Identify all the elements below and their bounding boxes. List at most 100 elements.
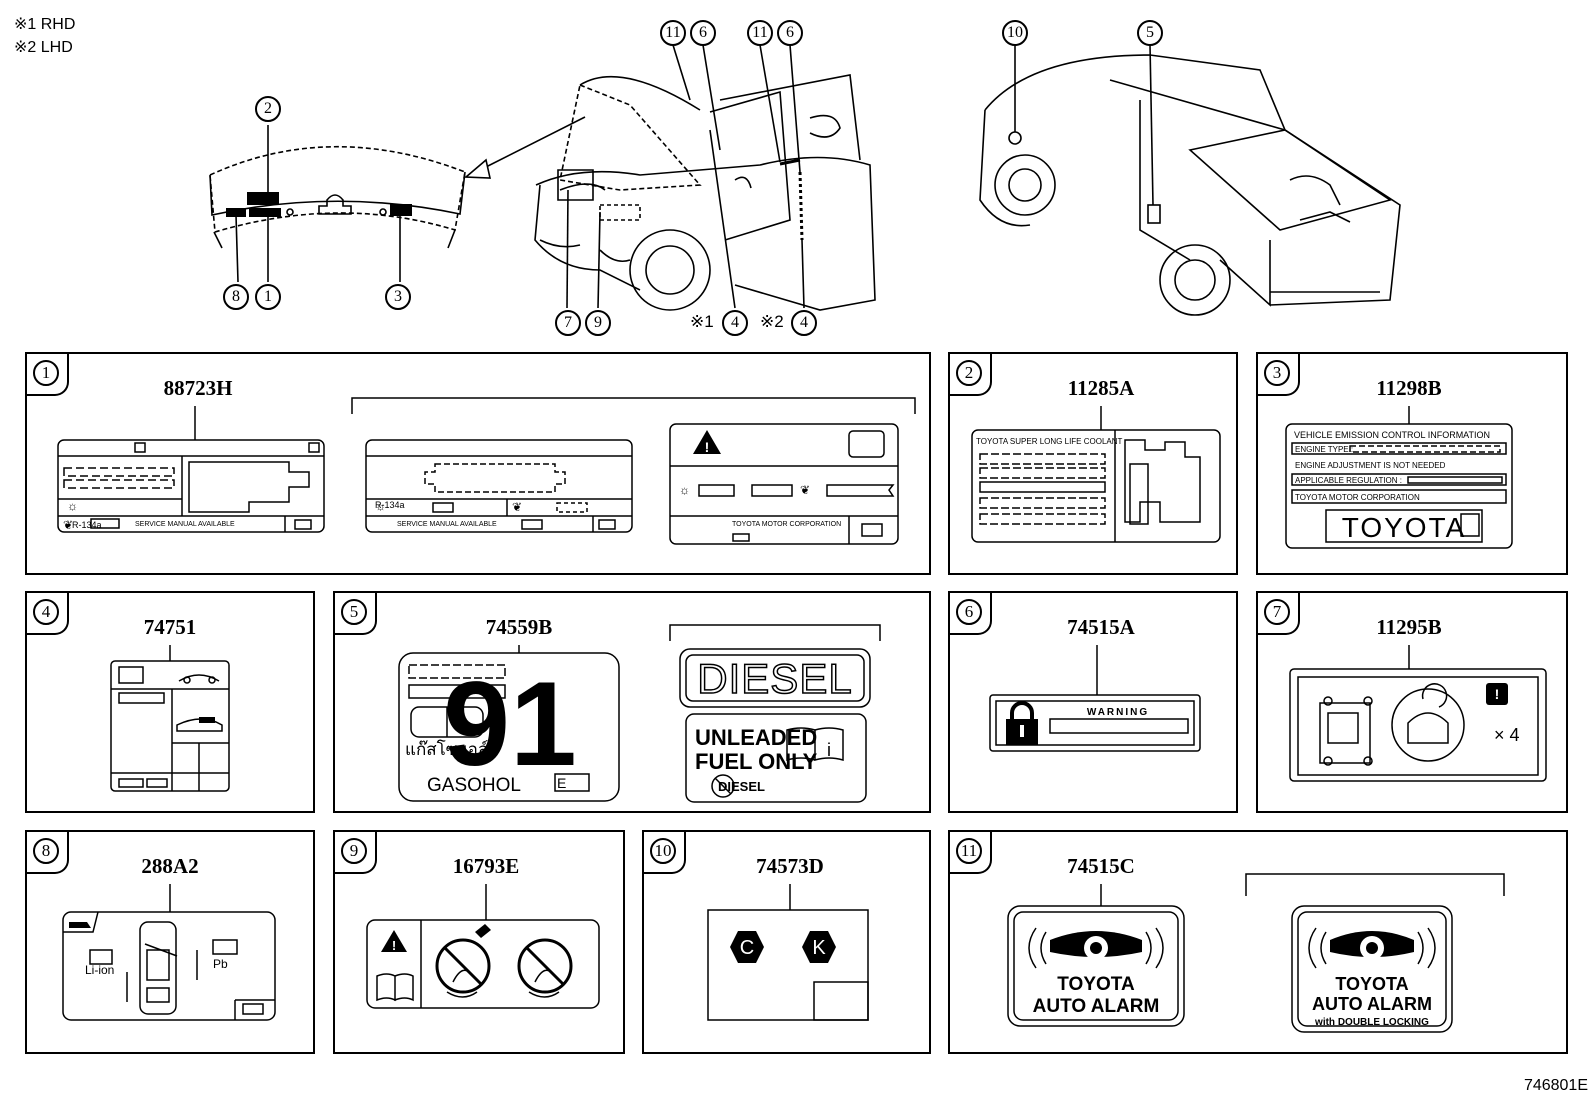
- svg-text:DIESEL: DIESEL: [718, 779, 765, 794]
- callout-5: 5: [1137, 20, 1163, 46]
- svg-text:TOYOTA: TOYOTA: [1342, 512, 1467, 543]
- emission-label: VEHICLE EMISSION CONTROL INFORMATION ENG…: [1285, 406, 1513, 549]
- callout-11: 11: [747, 20, 773, 46]
- svg-text:R-134a: R-134a: [72, 520, 102, 530]
- callout-7: 7: [555, 310, 581, 336]
- svg-text:TOYOTA: TOYOTA: [1057, 974, 1135, 995]
- svg-text:TOYOTA MOTOR CORPORATION: TOYOTA MOTOR CORPORATION: [732, 521, 841, 528]
- panel-6: 6 74515A WARNING: [948, 591, 1238, 813]
- svg-text:WARNING: WARNING: [1087, 707, 1149, 718]
- callout-8: 8: [223, 284, 249, 310]
- callout-4-rhd: 4: [722, 310, 748, 336]
- panel-number: 5: [341, 599, 367, 625]
- overview-illustration: [209, 44, 1401, 316]
- part-number: 74751: [143, 615, 197, 639]
- book-icon: [69, 922, 91, 928]
- hood-label-8-marker: [226, 208, 246, 217]
- fan-warning-label: !: [366, 884, 600, 1009]
- part-number: 11298B: [1376, 376, 1442, 400]
- svg-text:☼: ☼: [679, 483, 690, 497]
- hood-label-2-marker: [247, 192, 279, 205]
- tire-label: [110, 645, 230, 792]
- front-truck-drawing: [534, 74, 876, 311]
- document-number: 746801E: [1523, 1077, 1588, 1094]
- callout-9: 9: [585, 310, 611, 336]
- panel-number: 8: [33, 838, 59, 864]
- callout-1: 1: [255, 284, 281, 310]
- panel-1: 1 88723H: [25, 352, 931, 575]
- svg-text:TOYOTA: TOYOTA: [1335, 974, 1408, 994]
- part-number: 74573D: [756, 854, 824, 878]
- panel-number: 3: [1264, 360, 1290, 386]
- svg-text:R-134a: R-134a: [375, 500, 405, 510]
- svg-text:TOYOTA SUPER LONG LIFE COOLANT: TOYOTA SUPER LONG LIFE COOLANT: [976, 437, 1123, 446]
- warning-icon: [1486, 683, 1508, 705]
- part-number: 288A2: [141, 854, 199, 878]
- svg-text:K: K: [812, 937, 826, 959]
- svg-text:UNLEADED: UNLEADED: [695, 725, 817, 750]
- direction-arrow: [463, 116, 586, 179]
- part-number: 11295B: [1376, 615, 1442, 639]
- ac-label-b: [365, 439, 633, 533]
- svg-text:C: C: [740, 937, 754, 959]
- svg-text:❦: ❦: [800, 483, 810, 497]
- callout-4-lhd: 4: [791, 310, 817, 336]
- svg-text:ENGINE ADJUSTMENT IS NOT NEEDE: ENGINE ADJUSTMENT IS NOT NEEDED: [1295, 461, 1446, 470]
- hex-c-icon: [730, 931, 764, 963]
- callout-10: 10: [1002, 20, 1028, 46]
- svg-text:☼: ☼: [375, 499, 386, 513]
- svg-text:91: 91: [443, 657, 576, 791]
- panel-number: 4: [33, 599, 59, 625]
- svg-text:Li-ion: Li-ion: [85, 963, 114, 977]
- battery-label: Li-ion Pb: [62, 884, 276, 1021]
- callout-6: 6: [777, 20, 803, 46]
- panel-number: 1: [33, 360, 59, 386]
- svg-text:แก๊สโซฮอล์: แก๊สโซฮอล์: [405, 739, 488, 759]
- panel-7: 7 11295B ! × 4: [1256, 591, 1568, 813]
- fuel-labels: 91 แก๊สโซฮอล์ GASOHOL E DIESEL UNLEADED …: [398, 624, 881, 803]
- svg-text:ENGINE TYPE :: ENGINE TYPE :: [1295, 445, 1353, 454]
- svg-text:❦: ❦: [63, 518, 73, 532]
- svg-text:☼: ☼: [67, 499, 78, 513]
- warning-triangle-icon: [693, 430, 721, 454]
- svg-text:!: !: [705, 439, 710, 455]
- part-number: 11285A: [1067, 376, 1135, 400]
- svg-text:Pb: Pb: [213, 957, 228, 971]
- hood-label-1-marker: [249, 208, 281, 217]
- svg-text:VEHICLE EMISSION CONTROL INFOR: VEHICLE EMISSION CONTROL INFORMATION: [1294, 430, 1490, 440]
- panel-10: 10 74573D C K: [642, 830, 931, 1054]
- svg-text:with DOUBLE LOCKING: with DOUBLE LOCKING: [1314, 1017, 1429, 1028]
- child-lock-label: WARNING: [989, 645, 1201, 752]
- rear-truck-drawing: [979, 54, 1401, 316]
- panel-11: 11 74515C TOYOTA AUTO ALARM TOYOTA AUTO …: [948, 830, 1568, 1054]
- callout-2: 2: [255, 96, 281, 122]
- svg-text:TOYOTA MOTOR CORPORATION: TOYOTA MOTOR CORPORATION: [1295, 493, 1420, 502]
- callout-11: 11: [660, 20, 686, 46]
- note-lhd: ※2 LHD: [14, 39, 73, 56]
- svg-text:i: i: [827, 740, 831, 760]
- part-number: 74559B: [485, 615, 553, 639]
- svg-text:SERVICE MANUAL AVAILABLE: SERVICE MANUAL AVAILABLE: [397, 521, 497, 528]
- hex-k-icon: [802, 931, 836, 963]
- panel-number: 10: [650, 838, 676, 864]
- svg-text:DIESEL: DIESEL: [697, 655, 852, 702]
- panel-number: 2: [956, 360, 982, 386]
- svg-text:APPLICABLE REGULATION :: APPLICABLE REGULATION :: [1295, 476, 1402, 485]
- coolant-label: TOYOTA SUPER LONG LIFE COOLANT: [971, 406, 1221, 543]
- panel-2: 2 11285A TOYOTA SUPER LONG LIFE COOLANT: [948, 352, 1238, 575]
- panel-3: 3 11298B VEHICLE EMISSION CONTROL INFORM…: [1256, 352, 1568, 575]
- jack-label: ! × 4: [1289, 645, 1547, 782]
- svg-text:FUEL ONLY: FUEL ONLY: [695, 749, 818, 774]
- fuel-type-label: C K: [707, 884, 869, 1021]
- panel-9: 9 16793E !: [333, 830, 625, 1054]
- svg-text:AUTO ALARM: AUTO ALARM: [1033, 996, 1160, 1017]
- svg-text:× 4: × 4: [1494, 725, 1520, 745]
- panel-number: 11: [956, 838, 982, 864]
- svg-text:!: !: [392, 938, 396, 953]
- svg-text:❦: ❦: [512, 500, 522, 514]
- panel-8: 8 288A2 Li-ion Pb: [25, 830, 315, 1054]
- panel-4: 4 74751: [25, 591, 315, 813]
- panel-1-labels: ! R-134a R-134a ☼ ❦ ☼ ☼ ❦ ❦ TOYOTA MOTOR…: [57, 397, 916, 545]
- rhd-prefix: ※1: [690, 312, 714, 331]
